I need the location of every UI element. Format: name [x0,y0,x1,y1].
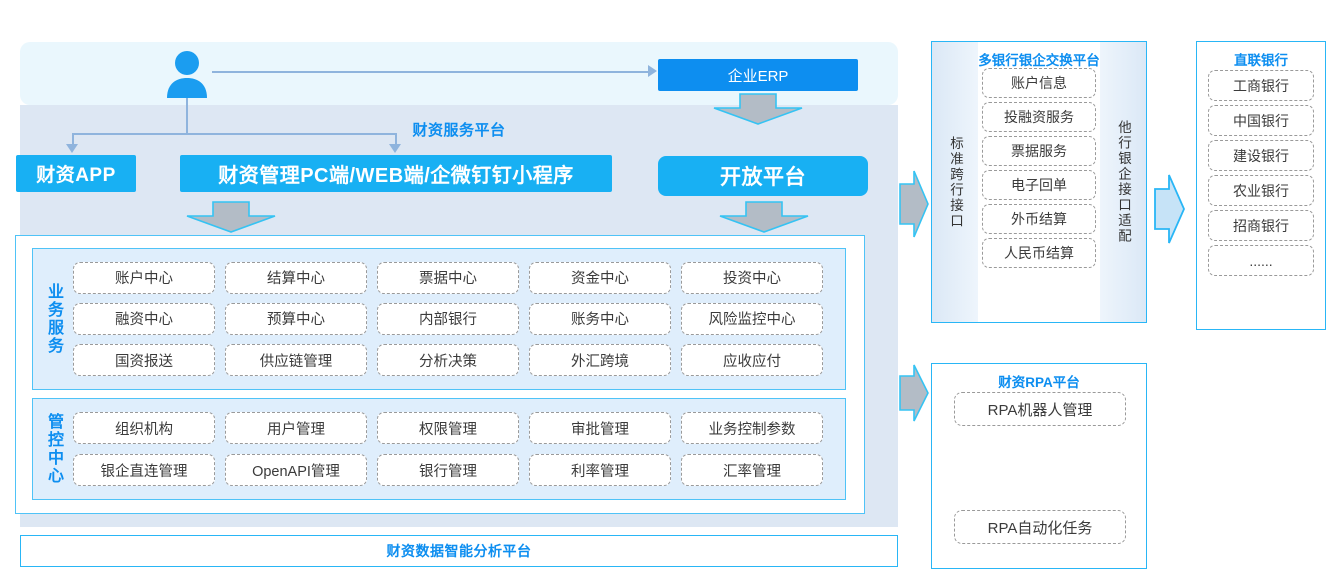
list-item[interactable]: 票据服务 [982,136,1096,166]
arrow-head-pc [389,144,401,153]
connector-branch-app [72,133,74,146]
list-item[interactable]: 外汇跨境 [529,344,671,377]
platform-title: 财资服务平台 [412,122,506,139]
business-service-label: 业务服务 [45,283,62,355]
standard-interface-column: 标准跨行接口 [932,42,978,322]
connector-branch-pc [395,133,397,146]
right-arrow-icon-exchange [899,170,929,238]
list-item[interactable]: 工商银行 [1208,70,1314,101]
list-item[interactable]: 应收应付 [681,344,823,377]
list-item[interactable]: 风险监控中心 [681,302,823,335]
list-item[interactable]: 内部银行 [377,302,519,335]
exchange-service-list: 账户信息 投融资服务 票据服务 电子回单 外币结算 人民币结算 [978,68,1100,268]
connector-user-stem [186,98,188,134]
list-item[interactable]: 供应链管理 [225,344,367,377]
right-arrow-icon-rpa [899,364,929,422]
capability-grid: 业务服务 账户中心 结算中心 票据中心 资金中心 投资中心 融资中心 预算中心 … [15,235,865,514]
direct-bank-panel: 直联银行 工商银行 中国银行 建设银行 农业银行 招商银行 ...... [1196,41,1326,330]
right-arrow-icon-direct-bank [1154,174,1185,244]
list-item[interactable]: 融资中心 [73,302,215,335]
down-arrow-icon-erp [713,93,803,125]
list-item[interactable]: 银企直连管理 [73,454,215,486]
list-item[interactable]: 银行管理 [377,454,519,486]
rpa-panel-title: 财资RPA平台 [998,375,1080,390]
arrow-head-erp [648,65,657,77]
list-item[interactable]: 国资报送 [73,344,215,377]
table-row: 国资报送 供应链管理 分析决策 外汇跨境 应收应付 [73,344,837,377]
list-item[interactable]: 结算中心 [225,261,367,294]
control-center-cells: 组织机构 用户管理 权限管理 审批管理 业务控制参数 银企直连管理 OpenAP… [73,407,837,491]
list-item[interactable]: 分析决策 [377,344,519,377]
list-item[interactable]: 利率管理 [529,454,671,486]
arrow-head-app [66,144,78,153]
direct-bank-list: 工商银行 中国银行 建设银行 农业银行 招商银行 ...... [1208,70,1314,276]
list-item[interactable]: 招商银行 [1208,210,1314,241]
list-item[interactable]: 资金中心 [529,261,671,294]
list-item[interactable]: 农业银行 [1208,175,1314,206]
list-item[interactable]: 投资中心 [681,261,823,294]
control-center-section: 管控中心 组织机构 用户管理 权限管理 审批管理 业务控制参数 银企直连管理 O… [32,398,846,500]
list-item[interactable]: 用户管理 [225,412,367,444]
app-box[interactable]: 财资APP [16,155,136,192]
list-item[interactable]: 业务控制参数 [681,412,823,444]
exchange-panel-title: 多银行银企交换平台 [978,53,1100,68]
direct-bank-panel-title: 直联银行 [1234,53,1288,68]
rpa-panel: 财资RPA平台 RPA机器人管理 RPA自动化任务 [931,363,1147,569]
list-item[interactable]: 电子回单 [982,170,1096,200]
list-item[interactable]: 账户信息 [982,68,1096,98]
table-row: 账户中心 结算中心 票据中心 资金中心 投资中心 [73,261,837,294]
list-item[interactable]: 账务中心 [529,302,671,335]
down-arrow-icon-left [186,201,276,233]
connector-user-erp [212,71,650,73]
list-item[interactable]: 权限管理 [377,412,519,444]
list-item[interactable]: ...... [1208,245,1314,276]
list-item[interactable]: 组织机构 [73,412,215,444]
list-item[interactable]: 投融资服务 [982,102,1096,132]
table-row: 组织机构 用户管理 权限管理 审批管理 业务控制参数 [73,412,837,444]
other-bank-adapter-column: 他行银企接口适配 [1100,42,1146,322]
list-item[interactable]: 票据中心 [377,261,519,294]
pc-web-box[interactable]: 财资管理PC端/WEB端/企微钉钉小程序 [180,155,612,192]
list-item[interactable]: 预算中心 [225,302,367,335]
list-item[interactable]: 审批管理 [529,412,671,444]
table-row: 银企直连管理 OpenAPI管理 银行管理 利率管理 汇率管理 [73,454,837,486]
list-item[interactable]: OpenAPI管理 [225,454,367,486]
list-item[interactable]: RPA自动化任务 [954,510,1126,544]
list-item[interactable]: 中国银行 [1208,105,1314,136]
control-center-label: 管控中心 [45,413,62,485]
business-service-section: 业务服务 账户中心 结算中心 票据中心 资金中心 投资中心 融资中心 预算中心 … [32,248,846,390]
list-item[interactable]: 建设银行 [1208,140,1314,171]
list-item[interactable]: RPA机器人管理 [954,392,1126,426]
data-analysis-platform-bar[interactable]: 财资数据智能分析平台 [20,535,898,567]
person-icon [167,51,207,98]
down-arrow-icon-open [719,201,809,233]
business-service-cells: 账户中心 结算中心 票据中心 资金中心 投资中心 融资中心 预算中心 内部银行 … [73,257,837,381]
standard-interface-label: 标准跨行接口 [948,135,963,229]
list-item[interactable]: 外币结算 [982,204,1096,234]
other-bank-adapter-label: 他行银企接口适配 [1116,120,1131,244]
list-item[interactable]: 账户中心 [73,261,215,294]
multi-bank-exchange-panel: 标准跨行接口 他行银企接口适配 多银行银企交换平台 账户信息 投融资服务 票据服… [931,41,1147,323]
list-item[interactable]: 人民币结算 [982,238,1096,268]
list-item[interactable]: 汇率管理 [681,454,823,486]
open-platform-box[interactable]: 开放平台 [658,156,868,196]
connector-user-bus [72,133,396,135]
table-row: 融资中心 预算中心 内部银行 账务中心 风险监控中心 [73,302,837,335]
erp-box[interactable]: 企业ERP [658,59,858,91]
